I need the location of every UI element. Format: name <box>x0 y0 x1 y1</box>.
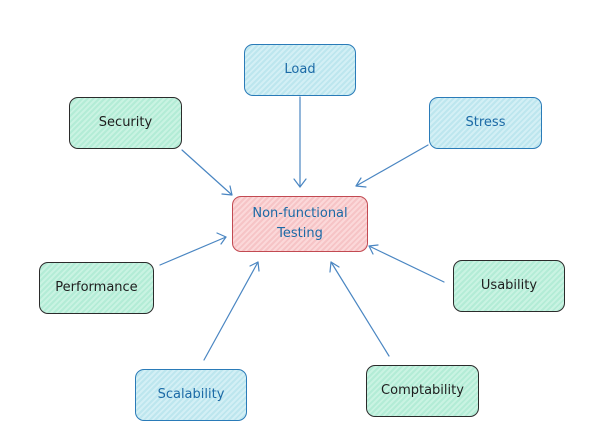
node-scalability[interactable]: Scalability <box>135 369 247 421</box>
arrow-performance <box>159 232 227 266</box>
arrow-comptability <box>329 261 390 357</box>
node-load[interactable]: Load <box>244 44 356 96</box>
arrow-stress <box>355 144 429 188</box>
center-node-non-functional-testing[interactable]: Non-functional Testing <box>232 196 368 252</box>
center-node-label: Non-functional Testing <box>252 206 348 241</box>
node-stress[interactable]: Stress <box>429 97 542 149</box>
node-load-label: Load <box>284 62 316 77</box>
node-performance[interactable]: Performance <box>39 262 154 314</box>
node-security-label: Security <box>98 115 153 130</box>
node-comptability[interactable]: Comptability <box>366 365 479 417</box>
arrow-usability <box>368 244 445 283</box>
arrow-security <box>181 149 233 196</box>
node-usability[interactable]: Usability <box>453 260 565 312</box>
node-security[interactable]: Security <box>69 97 182 149</box>
node-usability-label: Usability <box>480 278 538 293</box>
node-scalability-label: Scalability <box>157 387 225 402</box>
node-performance-label: Performance <box>55 280 138 295</box>
arrow-scalability <box>203 261 260 361</box>
node-comptability-label: Comptability <box>381 383 464 398</box>
arrow-load <box>293 96 307 188</box>
node-stress-label: Stress <box>465 115 506 130</box>
